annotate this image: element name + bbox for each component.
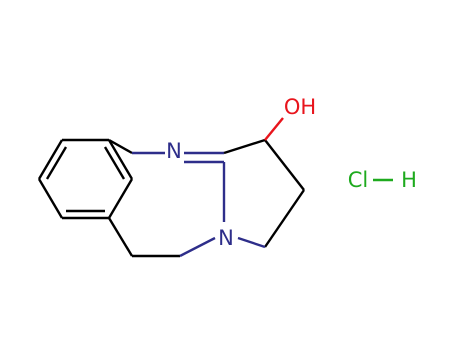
bond bbox=[264, 139, 305, 191]
pyrrolidine-ring bbox=[223, 138, 305, 249]
double-bond-inner bbox=[45, 146, 68, 180]
bond bbox=[107, 217, 134, 257]
atom-label-oh: OH bbox=[284, 95, 316, 119]
bond bbox=[107, 139, 134, 180]
atom-label-cl: Cl bbox=[348, 168, 369, 192]
bond bbox=[179, 236, 216, 258]
bond bbox=[237, 236, 266, 249]
pyrimidine-ring bbox=[107, 138, 226, 258]
benzene-ring bbox=[37, 138, 134, 220]
bond bbox=[37, 178, 64, 219]
bond bbox=[264, 189, 305, 248]
atom-label-h: H bbox=[401, 168, 417, 192]
double-bond-inner bbox=[103, 146, 126, 180]
atom-label-n1: N bbox=[166, 139, 182, 163]
atom-label-n2: N bbox=[218, 226, 234, 250]
bond bbox=[37, 139, 64, 180]
bond bbox=[108, 138, 133, 155]
bond-c-oh bbox=[264, 117, 284, 141]
bond bbox=[223, 138, 266, 155]
bond bbox=[107, 178, 134, 219]
